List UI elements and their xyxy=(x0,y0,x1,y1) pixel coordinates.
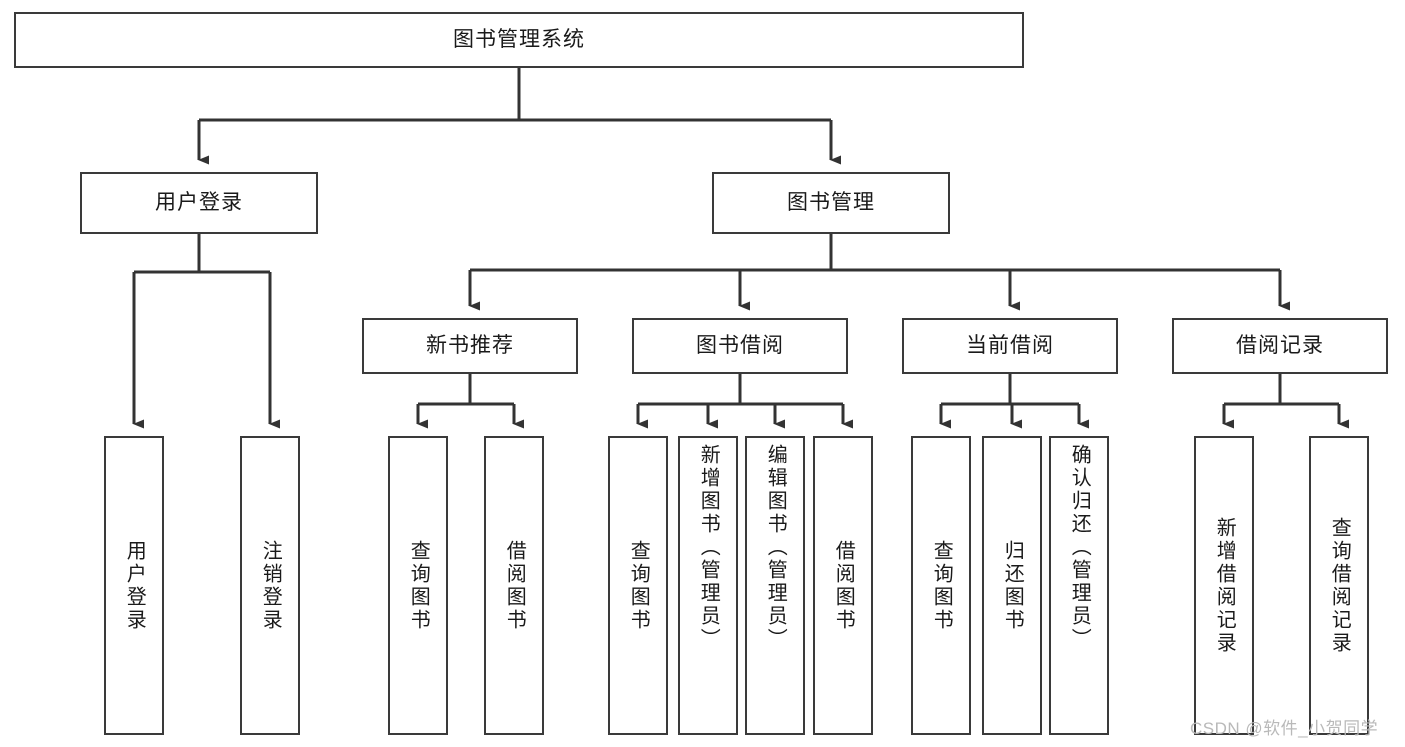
node-book-management-label: 图书管理 xyxy=(787,191,875,215)
node-new-book-recommend-label: 新书推荐 xyxy=(426,334,514,358)
node-user-login-label: 用户登录 xyxy=(155,191,243,215)
edge-group-root xyxy=(197,68,841,165)
leaf-confirm-return-admin-label: 确认归还（管理员） xyxy=(1068,444,1091,651)
node-borrow-records-label: 借阅记录 xyxy=(1236,334,1324,358)
node-new-book-recommend[interactable]: 新书推荐 xyxy=(362,318,578,374)
leaf-return-book[interactable]: 归还图书 xyxy=(982,436,1042,735)
edge-group-current xyxy=(939,374,1089,429)
leaf-query-borrow-record-label: 查询借阅记录 xyxy=(1328,516,1351,655)
leaf-edit-book-admin[interactable]: 编辑图书（管理员） xyxy=(745,436,805,735)
leaf-user-login-label: 用户登录 xyxy=(123,539,146,632)
leaf-add-book-admin[interactable]: 新增图书（管理员） xyxy=(678,436,738,735)
leaf-query-books-borrow-label: 查询图书 xyxy=(627,539,650,632)
leaf-add-borrow-record[interactable]: 新增借阅记录 xyxy=(1194,436,1254,735)
leaf-lend-book[interactable]: 借阅图书 xyxy=(813,436,873,735)
edge-group-records xyxy=(1222,374,1349,429)
leaf-borrow-books-recommend-label: 借阅图书 xyxy=(503,539,526,632)
leaf-confirm-return-admin[interactable]: 确认归还（管理员） xyxy=(1049,436,1109,735)
leaf-query-books-recommend-label: 查询图书 xyxy=(407,539,430,632)
edge-group-borrow xyxy=(636,374,853,429)
leaf-edit-book-admin-label: 编辑图书（管理员） xyxy=(764,444,787,651)
leaf-return-book-label: 归还图书 xyxy=(1001,539,1024,632)
node-book-borrow-label: 图书借阅 xyxy=(696,334,784,358)
edge-group-new-books xyxy=(416,374,524,429)
leaf-user-logout[interactable]: 注销登录 xyxy=(240,436,300,735)
leaf-borrow-books-recommend[interactable]: 借阅图书 xyxy=(484,436,544,735)
leaf-query-borrow-record[interactable]: 查询借阅记录 xyxy=(1309,436,1369,735)
leaf-query-books-current-label: 查询图书 xyxy=(930,539,953,632)
node-current-borrow-label: 当前借阅 xyxy=(966,334,1054,358)
node-root[interactable]: 图书管理系统 xyxy=(14,12,1024,68)
node-book-borrow[interactable]: 图书借阅 xyxy=(632,318,848,374)
node-user-login[interactable]: 用户登录 xyxy=(80,172,318,234)
node-root-label: 图书管理系统 xyxy=(453,28,585,52)
leaf-query-books-recommend[interactable]: 查询图书 xyxy=(388,436,448,735)
leaf-user-logout-label: 注销登录 xyxy=(259,539,282,632)
edge-group-user-login xyxy=(132,234,280,429)
leaf-user-login[interactable]: 用户登录 xyxy=(104,436,164,735)
node-current-borrow[interactable]: 当前借阅 xyxy=(902,318,1118,374)
leaf-add-book-admin-label: 新增图书（管理员） xyxy=(697,444,720,651)
leaf-query-books-current[interactable]: 查询图书 xyxy=(911,436,971,735)
node-book-management[interactable]: 图书管理 xyxy=(712,172,950,234)
edge-group-book-mgmt xyxy=(468,234,1290,311)
node-borrow-records[interactable]: 借阅记录 xyxy=(1172,318,1388,374)
leaf-add-borrow-record-label: 新增借阅记录 xyxy=(1213,516,1236,655)
leaf-query-books-borrow[interactable]: 查询图书 xyxy=(608,436,668,735)
leaf-lend-book-label: 借阅图书 xyxy=(832,539,855,632)
csdn-watermark: CSDN @软件_小贺同学 xyxy=(1190,719,1379,738)
